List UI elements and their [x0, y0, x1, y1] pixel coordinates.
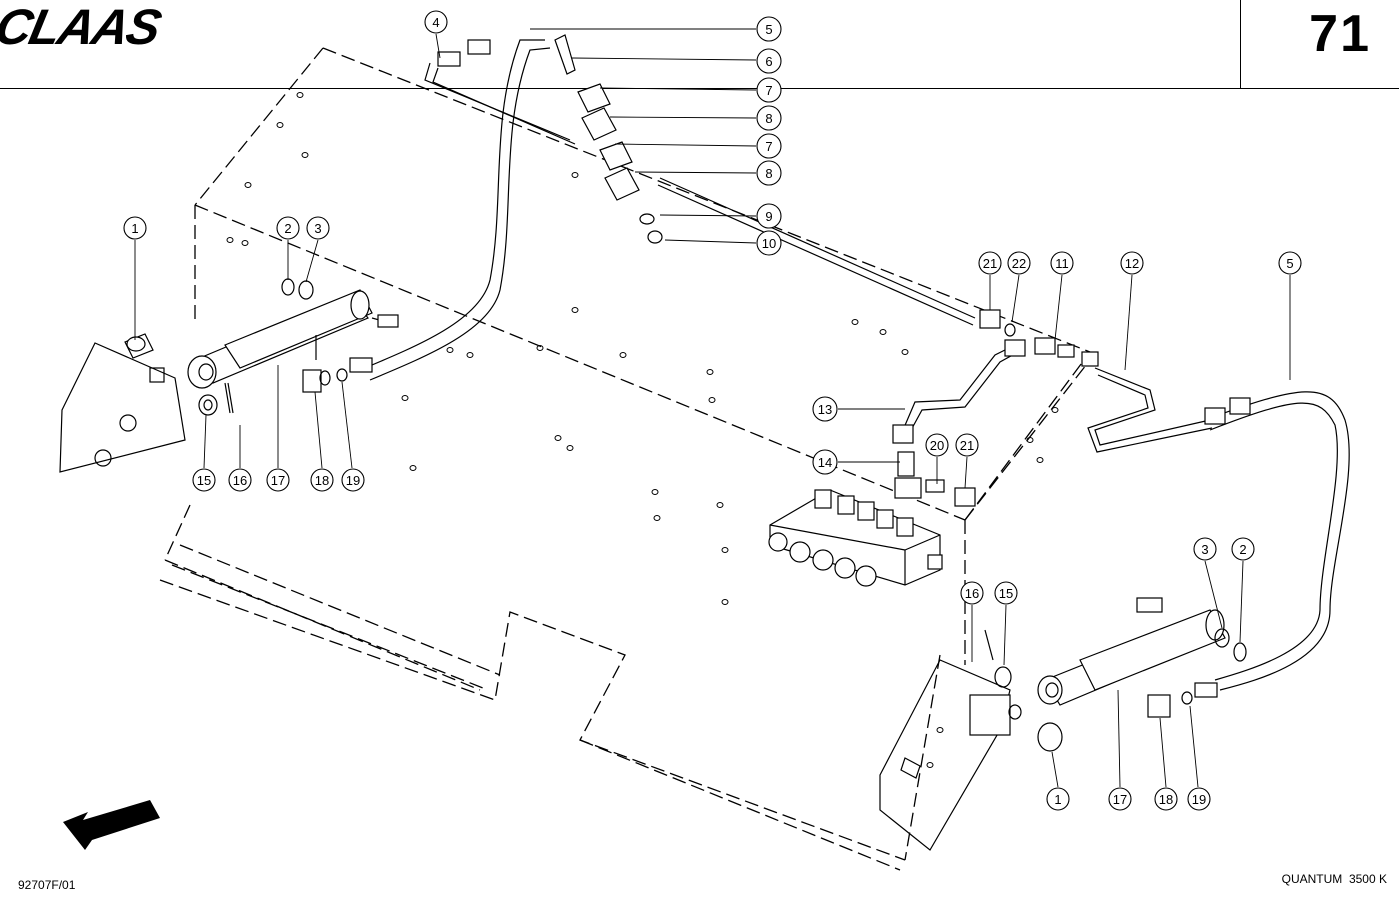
- callout-number: 5: [765, 22, 772, 37]
- callout-16-right: 16: [960, 581, 984, 605]
- callout-11: 11: [1050, 251, 1074, 275]
- callout-19-left: 19: [341, 468, 365, 492]
- callout-6: 6: [756, 48, 782, 74]
- hoses: [359, 39, 1350, 691]
- callout-number: 5: [1286, 256, 1293, 271]
- callout-10: 10: [756, 230, 782, 256]
- page-number: 71: [1309, 5, 1371, 63]
- direction-arrow-icon: [63, 800, 160, 850]
- callout-number: 10: [762, 236, 776, 251]
- callout-number: 19: [1192, 792, 1206, 807]
- claas-logo: CLAAS: [0, 0, 167, 52]
- callout-20: 20: [925, 433, 949, 457]
- callout-number: 14: [818, 455, 832, 470]
- callout-15-right: 15: [994, 581, 1018, 605]
- callout-13: 13: [812, 396, 838, 422]
- right-hydraulic-cylinder: [1037, 597, 1247, 718]
- callout-number: 8: [765, 111, 772, 126]
- callout-number: 21: [983, 256, 997, 271]
- callout-number: 6: [765, 54, 772, 69]
- callout-number: 9: [765, 209, 772, 224]
- callout-number: 12: [1125, 256, 1139, 271]
- callout-number: 4: [432, 15, 439, 30]
- callout-19-right: 19: [1187, 787, 1211, 811]
- callout-8-b: 8: [756, 160, 782, 186]
- callout-1-left: 1: [123, 216, 147, 240]
- callout-number: 13: [818, 402, 832, 417]
- callout-number: 20: [930, 438, 944, 453]
- callout-number: 21: [960, 438, 974, 453]
- callout-14: 14: [812, 449, 838, 475]
- callout-22: 22: [1007, 251, 1031, 275]
- right-fittings: [892, 309, 1251, 507]
- callout-number: 16: [965, 586, 979, 601]
- right-bracket: [879, 629, 1063, 851]
- callout-number: 1: [1054, 792, 1061, 807]
- callout-5-right: 5: [1278, 251, 1302, 275]
- callout-number: 7: [765, 83, 772, 98]
- callout-number: 17: [1113, 792, 1127, 807]
- callout-21-top: 21: [978, 251, 1002, 275]
- frame-holes: [226, 92, 1059, 768]
- claas-logo-text: CLAAS: [0, 0, 167, 52]
- callout-number: 3: [314, 221, 321, 236]
- callout-number: 1: [131, 221, 138, 236]
- left-bracket: [59, 333, 186, 473]
- callout-1-right: 1: [1046, 787, 1070, 811]
- callout-number: 19: [346, 473, 360, 488]
- pipe-clamps: [349, 34, 663, 373]
- leader-lines: [134, 28, 1291, 788]
- callout-15-left: 15: [192, 468, 216, 492]
- callout-number: 2: [1239, 542, 1246, 557]
- model-name: QUANTUM 3500 K: [1281, 872, 1387, 886]
- callout-3-right: 3: [1193, 537, 1217, 561]
- callout-18-right: 18: [1154, 787, 1178, 811]
- drawing-reference: 92707F/01: [18, 878, 76, 892]
- callout-number: 22: [1012, 256, 1026, 271]
- callout-3-left: 3: [306, 216, 330, 240]
- callout-2-left: 2: [276, 216, 300, 240]
- callout-8-a: 8: [756, 105, 782, 131]
- callout-number: 2: [284, 221, 291, 236]
- callout-number: 7: [765, 139, 772, 154]
- callout-number: 18: [1159, 792, 1173, 807]
- callout-number: 17: [271, 473, 285, 488]
- callout-18-left: 18: [310, 468, 334, 492]
- callout-number: 15: [197, 473, 211, 488]
- callout-number: 8: [765, 166, 772, 181]
- callout-5-top: 5: [756, 16, 782, 42]
- callout-16-left: 16: [228, 468, 252, 492]
- frame-outline: [159, 47, 1092, 871]
- callout-17-left: 17: [266, 468, 290, 492]
- callout-number: 11: [1055, 256, 1069, 271]
- callout-number: 15: [999, 586, 1013, 601]
- callout-7-a: 7: [756, 77, 782, 103]
- callout-2-right: 2: [1231, 537, 1255, 561]
- callout-7-b: 7: [756, 133, 782, 159]
- pipes: [424, 62, 1213, 453]
- header-divider-vertical: [1240, 0, 1241, 88]
- callout-9: 9: [756, 203, 782, 229]
- control-valve-block: [768, 489, 943, 587]
- callout-number: 3: [1201, 542, 1208, 557]
- callout-17-right: 17: [1108, 787, 1132, 811]
- left-hydraulic-cylinder: [187, 289, 399, 389]
- callout-4: 4: [424, 10, 448, 34]
- callout-number: 16: [233, 473, 247, 488]
- callout-number: 18: [315, 473, 329, 488]
- callout-21-mid: 21: [955, 433, 979, 457]
- header-divider-right: [1240, 88, 1399, 89]
- callout-12: 12: [1120, 251, 1144, 275]
